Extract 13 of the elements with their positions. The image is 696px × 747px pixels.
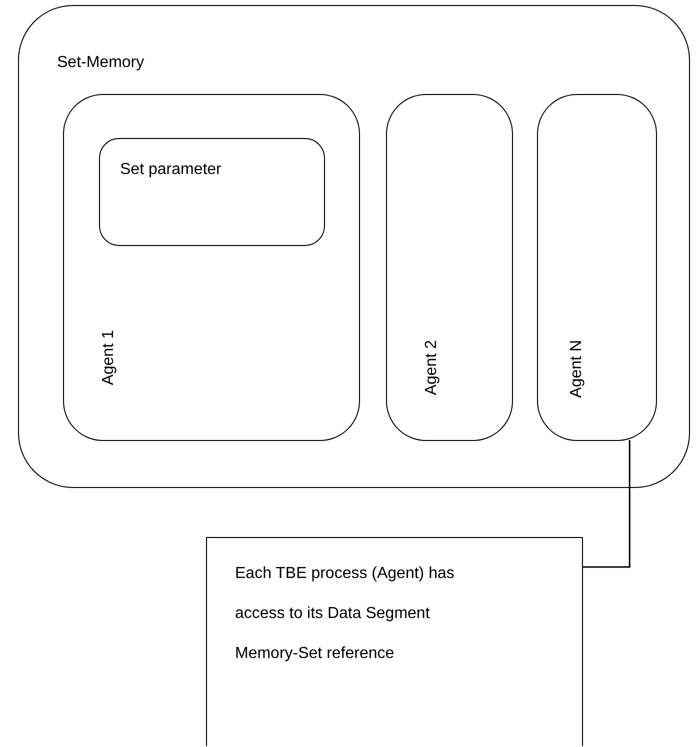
group-box [18,5,690,488]
group-box [99,138,325,246]
box-title: Set parameter [120,161,222,179]
note-text: Each TBE process (Agent) has access to its Data Segment Memory-Set reference [235,564,456,664]
agent-label: Agent 1 [100,330,118,386]
group-box [537,94,657,441]
agent-label: Agent 2 [423,340,441,396]
group-box [63,94,360,441]
note-box [206,537,583,746]
leader-line [583,440,630,568]
agent-label: Agent N [568,340,586,398]
box-title: Set-Memory [57,54,144,72]
group-box [386,94,513,441]
